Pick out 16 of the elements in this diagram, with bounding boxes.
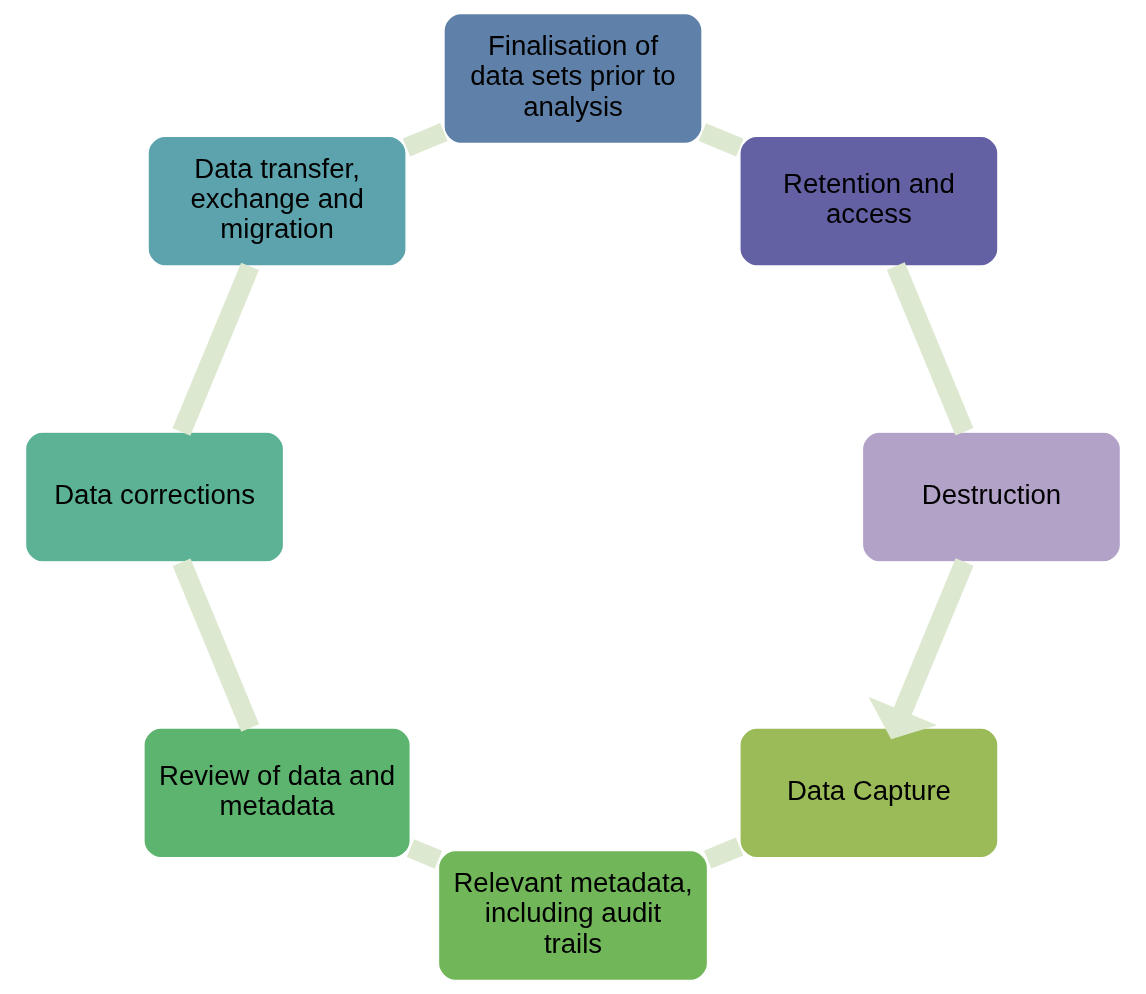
connector [172, 262, 259, 436]
node-box: Review of data and metadata [143, 727, 411, 859]
node-box: Relevant metadata, including audit trails [437, 849, 709, 981]
arrow [868, 558, 974, 740]
node-box: Data corrections [24, 431, 285, 563]
connector [698, 123, 744, 157]
connector [172, 558, 260, 732]
node-box: Finalisation of data sets prior to analysis [443, 13, 703, 145]
node-box: Data transfer, exchange and migration [147, 135, 407, 267]
connector [703, 837, 744, 869]
node-box: Destruction [861, 431, 1122, 563]
node-box: Retention and access [739, 135, 999, 267]
connector [402, 123, 448, 157]
node-box: Data Capture [739, 727, 999, 859]
connector [406, 839, 443, 869]
connector [886, 262, 974, 436]
